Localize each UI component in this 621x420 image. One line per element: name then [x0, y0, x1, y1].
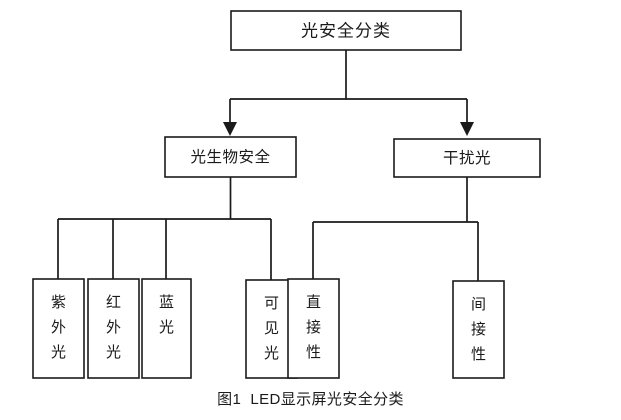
node-photobiological-safety-label: 光生物安全	[190, 148, 270, 166]
node-ultraviolet-box[interactable]	[32, 278, 85, 379]
svg-text:性: 性	[306, 344, 321, 361]
figure-caption: 图1 LED显示屏光安全分类	[217, 391, 404, 408]
node-interference-light-label: 干扰光	[443, 149, 491, 167]
node-blue-light-label: 蓝	[159, 294, 174, 311]
svg-text:光: 光	[264, 345, 279, 362]
svg-text:光: 光	[159, 319, 174, 336]
node-infrared-box[interactable]	[87, 278, 140, 379]
node-visible-light-label: 可	[264, 295, 279, 312]
svg-text:性: 性	[471, 346, 486, 363]
node-indirect-box[interactable]	[452, 280, 505, 379]
arrowhead-down-right	[460, 122, 474, 136]
svg-text:见: 见	[264, 320, 279, 337]
svg-text:外: 外	[51, 319, 66, 336]
node-root-label: 光安全分类	[301, 21, 391, 40]
node-direct-label: 直	[306, 294, 321, 311]
node-infrared-label: 红	[106, 294, 121, 311]
node-indirect-label: 间	[471, 296, 486, 313]
node-blue-light-box[interactable]	[141, 278, 192, 379]
svg-text:接: 接	[471, 321, 486, 338]
node-interference-light-box[interactable]	[393, 138, 541, 178]
svg-text:光: 光	[106, 344, 121, 361]
arrowhead-down-left	[223, 122, 237, 136]
svg-text:光: 光	[51, 344, 66, 361]
node-root-box[interactable]	[230, 10, 462, 51]
node-direct-box[interactable]	[287, 278, 340, 379]
svg-text:外: 外	[106, 319, 121, 336]
node-ultraviolet-label: 紫	[51, 294, 66, 311]
svg-text:接: 接	[306, 319, 321, 336]
